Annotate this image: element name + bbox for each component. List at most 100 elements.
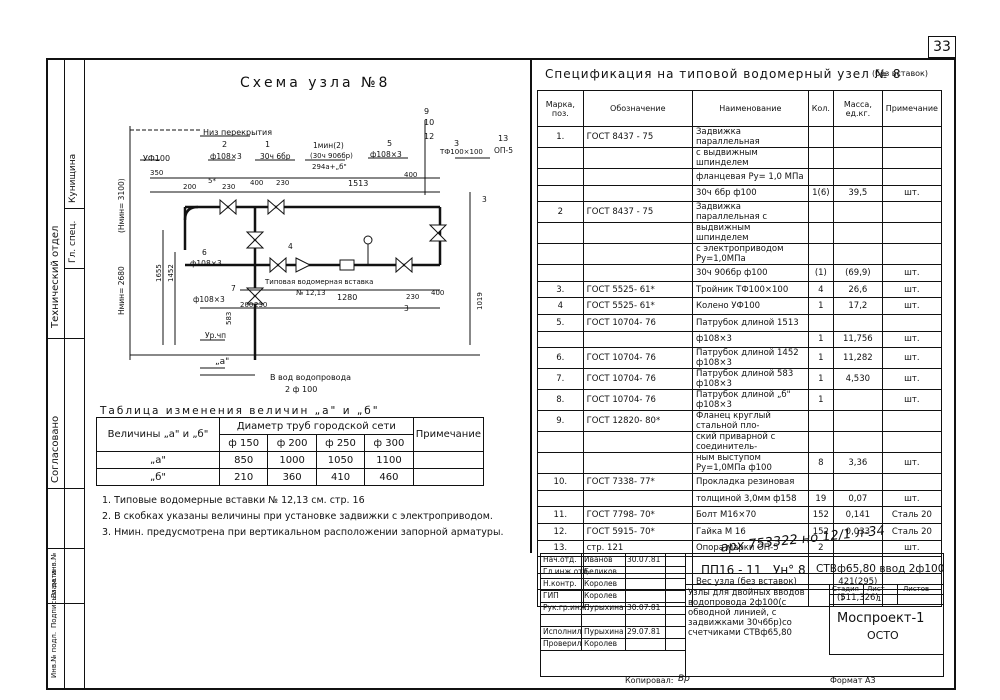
label-p12: 12 [424, 132, 435, 141]
spec-cell: 1. [537, 126, 584, 148]
notes: 1. Типовые водомерные вставки № 12,13 см… [102, 493, 503, 541]
row-a-label: „а" [96, 451, 220, 469]
spec-cell: шт. [881, 280, 943, 299]
spec-cell: 4,530 [832, 368, 883, 391]
spec-cell [807, 201, 834, 224]
spec-cell [807, 168, 834, 186]
row-b-label: „б" [96, 468, 220, 486]
spec-cell [582, 147, 693, 169]
spec-cell: (69,9) [832, 264, 883, 282]
spec-cell [537, 489, 584, 508]
change-group-header: Диаметр труб городской сети [219, 417, 414, 435]
spec-cell: толщиной 3,0мм ф158 [691, 489, 809, 508]
spec-cell: ГОСТ 12820- 80* [582, 410, 693, 433]
spec-cell [881, 147, 943, 169]
spec-cell: Сталь 20 [881, 522, 943, 541]
label-tf100: ТФ100×100 [440, 148, 483, 156]
spec-cell [881, 410, 943, 433]
spec-cell: ГОСТ 5915- 70* [582, 522, 693, 541]
spec-cell [582, 452, 693, 475]
spec-cell [537, 431, 584, 454]
label-insert-ref: № 12,13 [296, 289, 326, 297]
stamp-role-text: Н.контр. [543, 579, 577, 588]
spec-cell: 0,141 [832, 506, 883, 524]
spec-cell: 152 [807, 522, 834, 541]
spec-row: с выдвижным шпинделем [537, 147, 943, 169]
spec-cell [832, 243, 883, 266]
stamp-node-desc: СТВф65,80 ввод 2ф100 [816, 563, 945, 575]
stamp-row: Гл.инж.отд.Беликов [541, 566, 685, 579]
label-p3c: 3 [404, 304, 409, 313]
stamp-stage-header: Стадия [832, 585, 859, 593]
spec-cell: 1 [807, 330, 834, 349]
change-table: Величины „а" и „б" Диаметр труб городско… [96, 417, 485, 486]
spec-cell: 10. [537, 473, 584, 491]
spec-row: с электроприводом Ру=1,0МПа [537, 243, 943, 266]
spec-cell [537, 330, 584, 349]
label-p3: 3 [454, 139, 460, 148]
row-a-200: 1000 [267, 451, 317, 469]
label-d108x3d: ф108×3 [193, 295, 225, 304]
spec-title: Спецификация на типовой водомерный узел … [545, 67, 902, 81]
spec-cell: 3,36 [832, 452, 883, 475]
spec-cell: Патрубок длиной 1513 [691, 313, 809, 332]
spec-cell: шт. [881, 452, 943, 475]
spec-header-qty: Кол. [807, 90, 834, 127]
spec-cell: шт. [881, 330, 943, 349]
spec-cell [881, 168, 943, 186]
spec-header-designation: Обозначение [582, 90, 693, 127]
spec-cell: 1 [807, 347, 834, 370]
spec-cell [582, 431, 693, 454]
label-hmin2: Нмин= 2680 [117, 266, 126, 315]
label-p4: 4 [288, 242, 293, 251]
spec-cell [807, 222, 834, 245]
spec-header-note: Примечание [881, 90, 943, 127]
spec-cell [832, 147, 883, 169]
change-table-title: Таблица изменения величин „а" и „б" [100, 405, 380, 417]
row-b-note [412, 468, 485, 486]
format-label: Формат А3 [830, 676, 876, 685]
label-p13: 13 [498, 134, 509, 143]
label-d400b: 400 [404, 171, 418, 179]
stamp-name-text: Королев [584, 591, 618, 600]
spec-cell: 9. [537, 410, 584, 433]
label-d108x3b: ф108×3 [370, 150, 402, 159]
note-1: 1. Типовые водомерные вставки № 12,13 см… [102, 495, 365, 506]
spec-cell [537, 184, 584, 203]
label-d1655: 1655 [155, 264, 163, 282]
label-d230b: 230 [276, 179, 290, 187]
row-b-150: 210 [218, 468, 269, 486]
label-d1513: 1513 [348, 179, 369, 188]
stamp-name-text: Беликов [584, 567, 617, 576]
spec-cell: 1 [807, 389, 834, 412]
spec-divider [530, 58, 532, 553]
label-d583: 583 [225, 311, 233, 325]
spec-cell: 26,6 [832, 280, 883, 299]
label-p10: 10 [424, 118, 435, 127]
copied-label: Копировал: [625, 676, 674, 685]
label-p6: 6 [202, 248, 207, 257]
spec-cell [582, 264, 693, 282]
spec-cell: 11,756 [832, 330, 883, 349]
label-d400c: 400 [431, 289, 445, 297]
stamp-code: ПП16 - 11 [701, 563, 762, 577]
label-valve: 30ч 6бр [260, 152, 291, 161]
spec-cell [881, 431, 943, 454]
spec-cell: ГОСТ 7338- 77* [582, 473, 693, 491]
stamp-name-text: Королев [584, 639, 618, 648]
spec-cell [807, 313, 834, 332]
spec-cell [832, 431, 883, 454]
spec-cell: 11. [537, 506, 584, 524]
spec-cell: 4 [807, 280, 834, 299]
spec-row: 9.ГОСТ 12820- 80*Фланец круглый стальной… [537, 410, 943, 433]
spec-cell [807, 126, 834, 148]
label-d350: 350 [150, 169, 164, 177]
